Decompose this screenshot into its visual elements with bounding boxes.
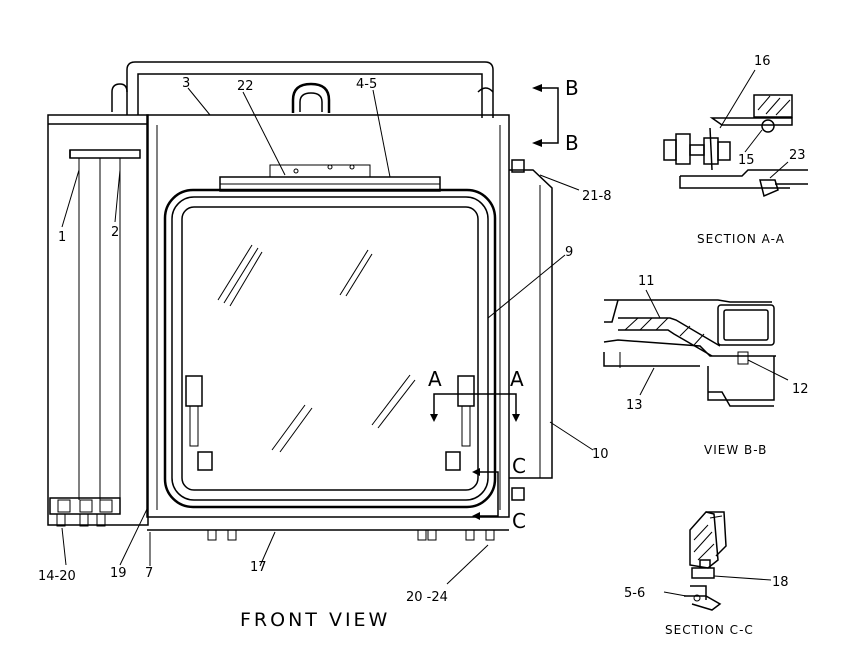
callout-20-24: 20 -24 [406, 590, 448, 605]
section-markers: B B A A C C [428, 76, 579, 533]
callout-15: 15 [738, 153, 755, 168]
callout-12: 12 [792, 382, 809, 397]
callout-16: 16 [754, 54, 771, 69]
view-titles: FRONT VIEW SECTION A-A VIEW B-B SECTION … [240, 232, 785, 637]
callout-7: 7 [145, 566, 153, 581]
front-leaders [61, 87, 594, 585]
front-view-drawing [47, 61, 559, 541]
marker-a-right: A [510, 367, 524, 391]
callout-17: 17 [250, 560, 267, 575]
callout-21-8: 21-8 [582, 189, 612, 204]
callout-14-20: 14-20 [38, 569, 76, 584]
marker-a-left: A [428, 367, 442, 391]
callout-labels: 1 2 3 22 4-5 21-8 9 10 19 7 14-20 17 20 … [38, 54, 809, 605]
callout-10: 10 [592, 447, 609, 462]
view-bb-drawing [603, 289, 789, 407]
marker-b-top: B [565, 76, 579, 100]
section-aa-drawing [663, 69, 808, 198]
callout-19: 19 [110, 566, 127, 581]
callout-23: 23 [789, 148, 806, 163]
callout-2: 2 [111, 225, 119, 240]
section-aa-title: SECTION A-A [697, 232, 785, 246]
marker-b-bottom: B [565, 131, 579, 155]
callout-5-6: 5-6 [624, 586, 645, 601]
callout-11: 11 [638, 274, 655, 289]
section-cc-title: SECTION C-C [665, 623, 754, 637]
section-cc-drawing [663, 511, 772, 611]
callout-3: 3 [182, 76, 190, 91]
callout-1: 1 [58, 230, 66, 245]
front-view-title: FRONT VIEW [240, 609, 390, 631]
callout-13: 13 [626, 398, 643, 413]
marker-c-top: C [512, 454, 526, 478]
callout-9: 9 [565, 245, 573, 260]
callout-18: 18 [772, 575, 789, 590]
marker-c-bottom: C [512, 509, 526, 533]
callout-22: 22 [237, 79, 254, 94]
callout-4-5: 4-5 [356, 77, 377, 92]
view-bb-title: VIEW B-B [704, 443, 767, 457]
